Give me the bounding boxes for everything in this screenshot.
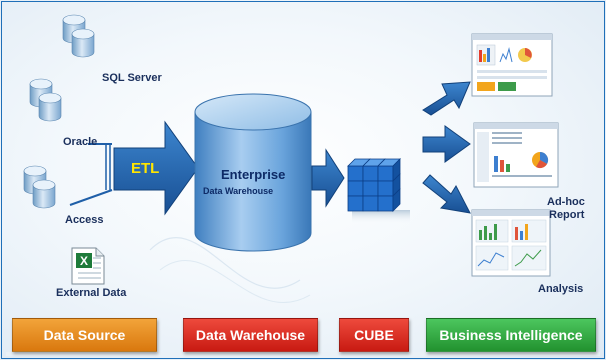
cube-cell [362,165,379,182]
cube-icon [347,158,410,224]
cube-cell [377,165,394,182]
dashboard-report-thumbnail [471,33,553,97]
sql-server-database-icon [63,15,94,57]
cube-cell [377,195,394,212]
cube-cell [347,165,364,182]
warehouse-title: Enterprise [221,167,286,182]
data-warehouse-cylinder [194,93,312,252]
analysis-thumbnail [471,209,551,277]
cube-cell [362,180,379,197]
warehouse-to-cube-arrow [311,148,345,208]
cube-cell [377,180,394,197]
oracle-label: Oracle [63,136,98,148]
svg-text:X: X [80,254,88,268]
cube-cell [347,180,364,197]
adhoc-label-line2: Report [549,209,585,221]
access-database-icon [24,166,55,208]
warehouse-subtitle: Data Warehouse [203,186,274,196]
legend-data-warehouse: Data Warehouse [183,318,318,352]
adhoc-report-thumbnail [473,122,559,188]
etl-arrow [69,120,199,216]
cube-cell [347,195,364,212]
adhoc-label-line1: Ad-hoc [547,196,585,208]
cube-cell [362,195,379,212]
oracle-database-icon [30,79,61,121]
access-label: Access [65,214,104,226]
sql-server-label: SQL Server [102,72,162,84]
legend-data-source: Data Source [12,318,157,352]
analysis-label: Analysis [538,283,584,295]
legend-cube: CUBE [339,318,409,352]
excel-icon: X [71,247,105,285]
cube-cell [392,188,401,212]
etl-label: ETL [131,160,160,177]
legend-business-intelligence: Business Intelligence [426,318,596,352]
external-data-label: External Data [56,287,127,299]
bi-arrows [422,81,471,214]
